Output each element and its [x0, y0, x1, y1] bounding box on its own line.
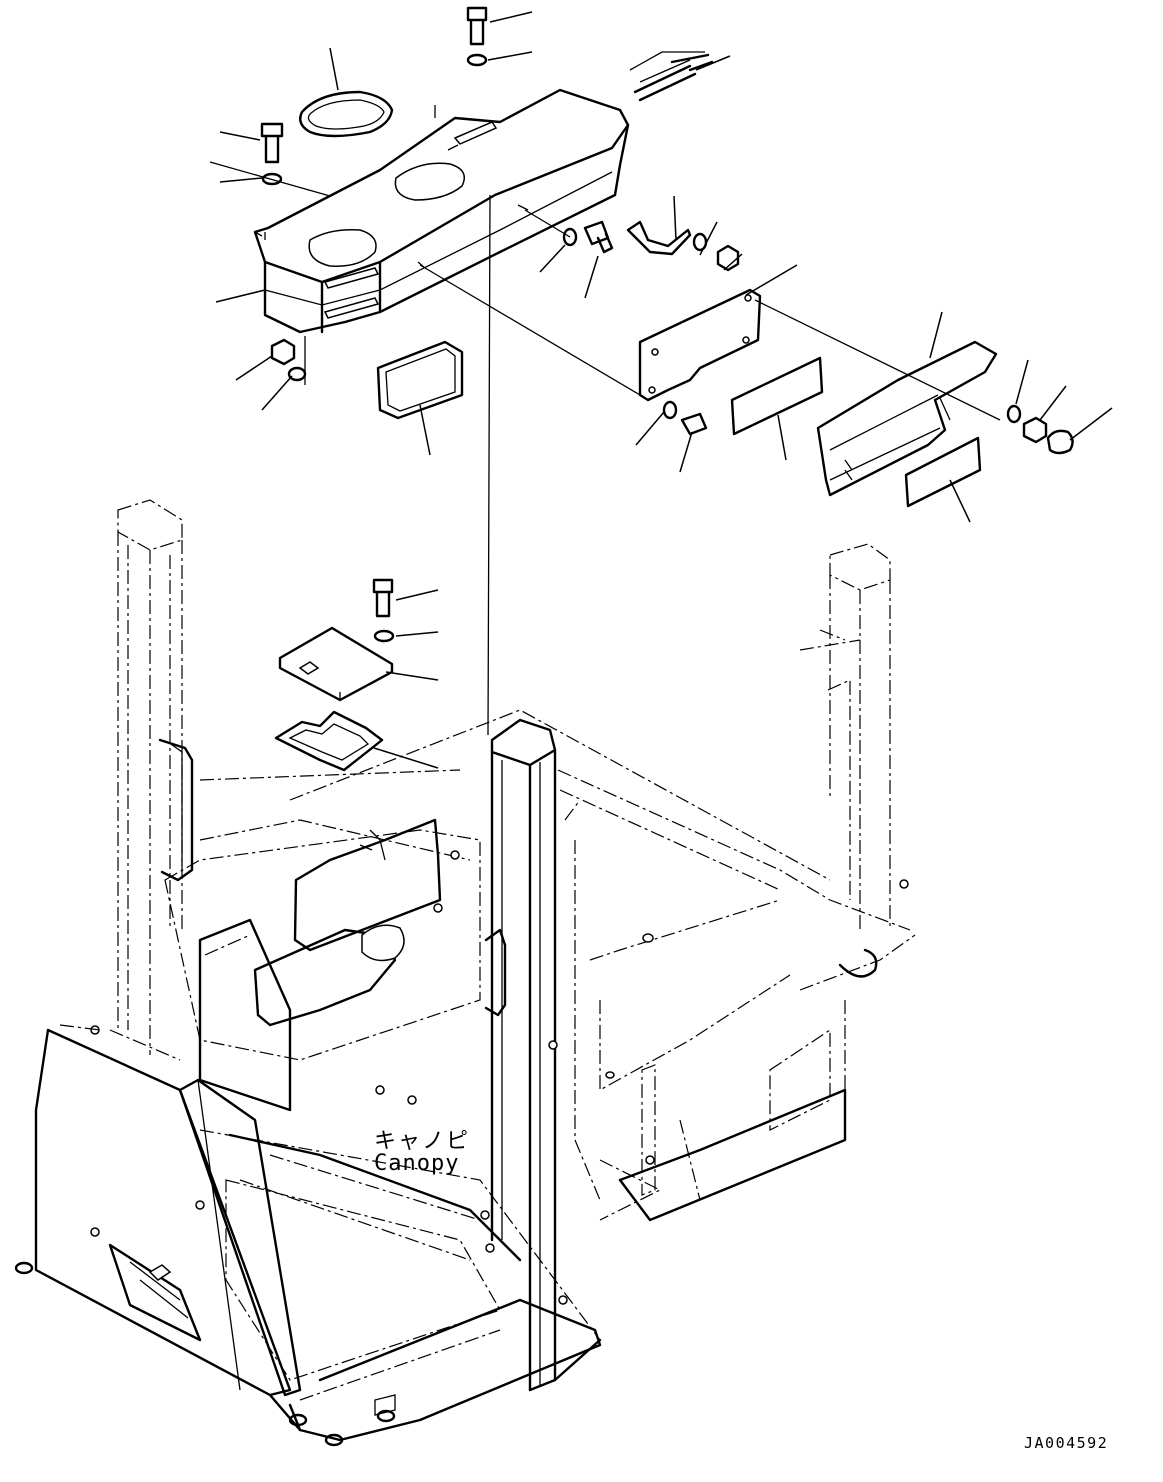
access-cover — [278, 626, 439, 702]
latch-group — [562, 220, 740, 272]
canopy-label-jp: キャノピ — [374, 1129, 471, 1154]
figure-id: JA004592 — [1024, 1434, 1109, 1452]
leader-lines — [215, 11, 1113, 523]
decal-1 — [730, 356, 824, 436]
side-cover — [816, 340, 998, 497]
bolt-top — [466, 6, 488, 67]
bolt-lower — [372, 578, 439, 643]
side-panel — [638, 288, 762, 436]
cover-gasket — [376, 340, 464, 420]
nut-right — [1006, 404, 1074, 455]
canopy-frame — [14, 499, 916, 1447]
assembly-lines — [209, 51, 1001, 736]
nut-left — [270, 338, 307, 382]
canopy-label-en: Canopy — [374, 1151, 460, 1176]
decal-2 — [904, 436, 982, 508]
bolt-left — [260, 122, 284, 186]
top-cover-housing — [253, 88, 630, 334]
harness-clip — [633, 53, 714, 102]
access-gasket — [274, 710, 439, 772]
seal-ring — [299, 90, 394, 138]
